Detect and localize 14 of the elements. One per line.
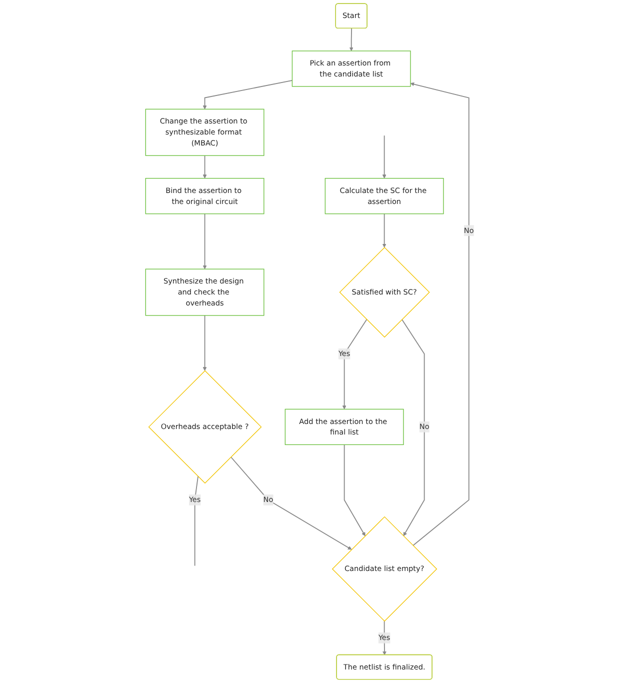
arrow (382, 213, 386, 248)
arrow (230, 456, 352, 550)
arrow (202, 315, 207, 371)
arrow (202, 213, 207, 270)
arrow (382, 620, 386, 656)
arrow (401, 319, 425, 536)
arrow (349, 28, 354, 52)
arrow (342, 319, 367, 410)
arrow (410, 82, 470, 546)
arrow (382, 135, 386, 179)
arrow (344, 444, 366, 536)
connector (194, 476, 198, 566)
arrow (202, 155, 207, 179)
arrow (202, 80, 292, 110)
